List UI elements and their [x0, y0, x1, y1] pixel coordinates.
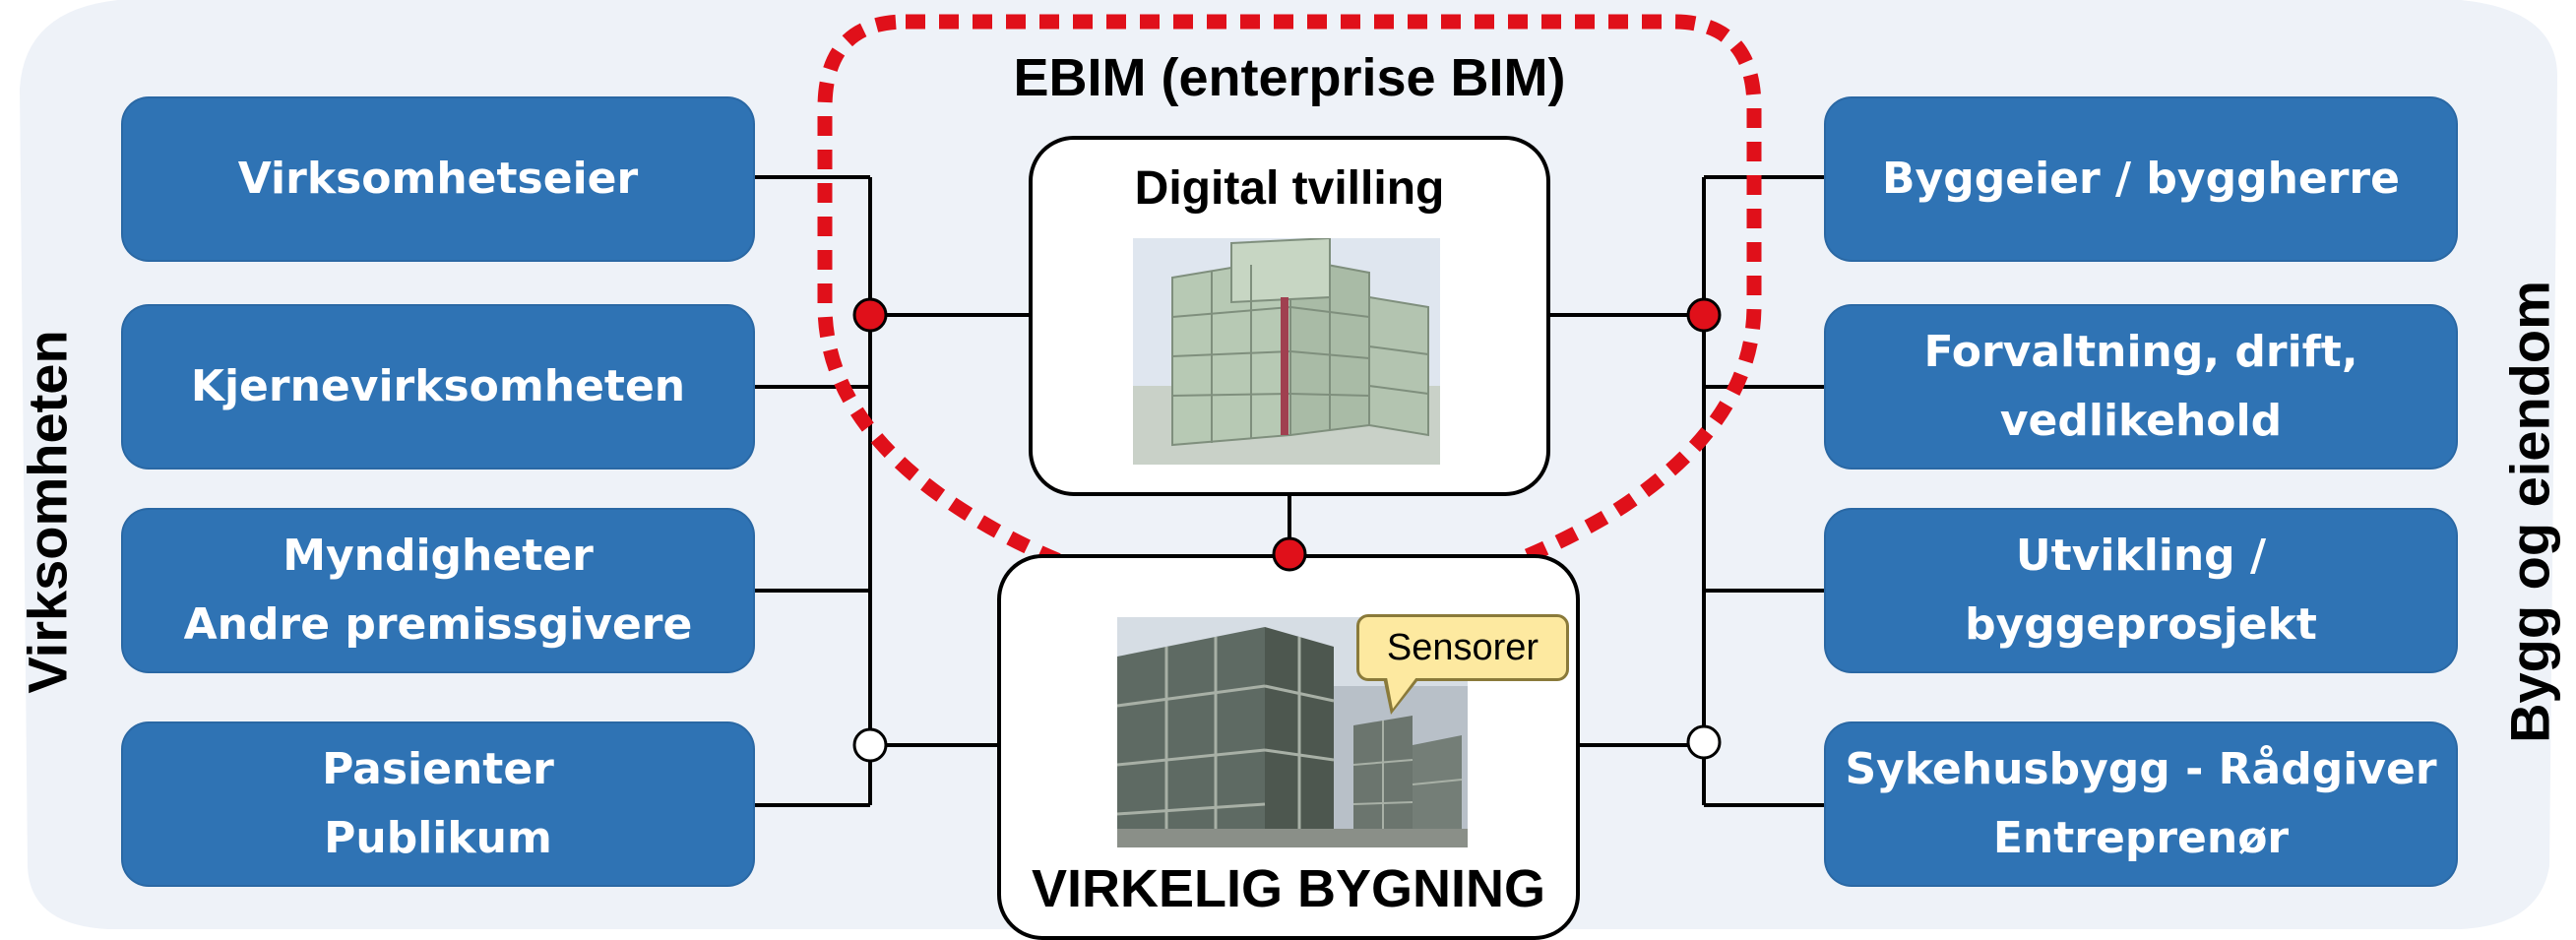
- sensor-bubble-tail-fill: [1387, 677, 1416, 709]
- ebim-boundary: [817, 14, 1762, 613]
- box-text: Sykehusbygg - Rådgiver: [1845, 744, 2437, 794]
- box-sykehusbygg: Sykehusbygg - Rådgiver Entreprenør: [1826, 723, 2456, 885]
- digital-twin-model-image: [1133, 238, 1440, 465]
- box-pasienter: Pasienter Publikum: [123, 723, 753, 885]
- box-utvikling: Utvikling / byggeprosjekt: [1826, 510, 2456, 671]
- box-myndigheter: Myndigheter Andre premissgivere: [123, 510, 753, 671]
- box-text: byggeprosjekt: [1965, 599, 2317, 650]
- ebim-title: EBIM (enterprise BIM): [1013, 48, 1566, 107]
- box-text: Entreprenør: [1992, 813, 2290, 863]
- box-text: vedlikehold: [1999, 396, 2283, 446]
- left-axis-label: Virksomheten: [16, 330, 79, 694]
- box-text: Virksomhetseier: [237, 154, 639, 204]
- box-text: Myndigheter: [283, 531, 594, 581]
- box-text: Pasienter: [322, 744, 554, 794]
- box-byggeier: Byggeier / byggherre: [1826, 98, 2456, 260]
- box-text: Publikum: [324, 813, 552, 863]
- real-building-card: VIRKELIG BYGNING: [997, 554, 1580, 940]
- digital-twin-title: Digital tvilling: [1134, 162, 1445, 215]
- box-text: Kjernevirksomheten: [190, 361, 686, 411]
- box-virksomhetseier: Virksomhetseier: [123, 98, 753, 260]
- box-text: Utvikling /: [2015, 531, 2267, 581]
- box-text: Andre premissgivere: [183, 599, 693, 650]
- sensor-bubble: Sensorer: [1356, 614, 1569, 681]
- right-axis-label: Bygg og eiendom: [2498, 281, 2561, 743]
- real-building-title: VIRKELIG BYGNING: [1031, 859, 1546, 918]
- box-kjernevirksomheten: Kjernevirksomheten: [123, 306, 753, 468]
- box-text: Forvaltning, drift,: [1923, 327, 2358, 377]
- digital-twin-card: Digital tvilling: [1029, 136, 1550, 496]
- box-forvaltning: Forvaltning, drift, vedlikehold: [1826, 306, 2456, 468]
- connector-lines: [750, 175, 1826, 807]
- box-text: Byggeier / byggherre: [1882, 154, 2400, 204]
